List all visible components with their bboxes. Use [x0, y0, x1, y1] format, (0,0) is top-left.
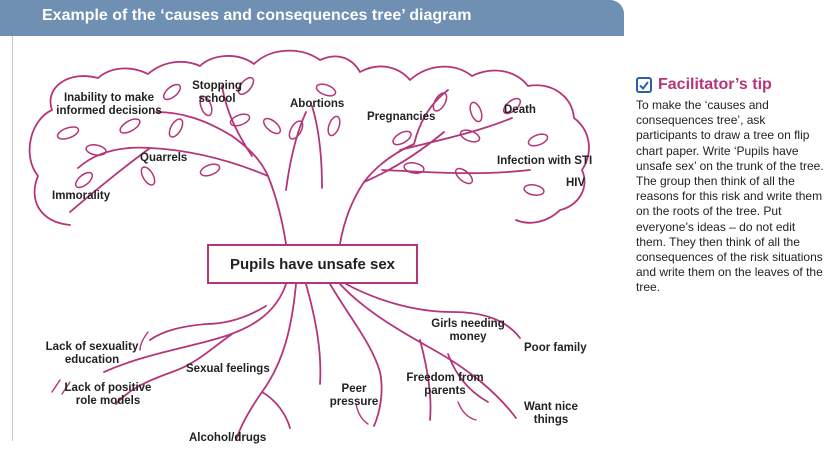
- root-label-sexuality-education: Lack of sexuality education: [45, 341, 139, 366]
- branch: [69, 147, 151, 213]
- leaf-label-hiv: HIV: [566, 177, 586, 189]
- root: [339, 283, 517, 419]
- root-label-peer-pressure: Peer pressure: [329, 383, 379, 408]
- root: [149, 305, 267, 341]
- branch: [363, 131, 445, 183]
- leaf-label-pregnancies: Pregnancies: [367, 111, 436, 123]
- root: [235, 283, 297, 441]
- leaf-label-death: Death: [504, 104, 536, 116]
- leaves: [56, 76, 549, 196]
- canopy-outline: [28, 49, 590, 226]
- root: [103, 283, 287, 373]
- root-label-girls-money: Girls needing money: [431, 318, 505, 343]
- root: [261, 391, 291, 429]
- root-label-sexual-feelings: Sexual feelings: [186, 363, 270, 375]
- leaf-label-stopping-school: Stopping school: [192, 80, 242, 105]
- root: [115, 333, 233, 405]
- facilitator-tip-panel: Facilitator’s tip To make the ‘causes an…: [636, 76, 826, 296]
- root-label-want-nice-things: Want nice things: [524, 401, 578, 426]
- branch: [381, 169, 531, 175]
- header-banner: Example of the ‘causes and consequences …: [0, 0, 624, 36]
- leaf-label-quarrels: Quarrels: [140, 152, 188, 164]
- leaf-label-inability: Inability to make informed decisions: [56, 92, 162, 117]
- root: [329, 283, 383, 427]
- root: [447, 353, 489, 403]
- root-label-poor-family: Poor family: [524, 342, 587, 354]
- tip-title: Facilitator’s tip: [658, 76, 772, 93]
- branch: [285, 111, 307, 191]
- branch: [221, 85, 253, 157]
- tip-header: Facilitator’s tip: [636, 76, 826, 94]
- root-label-role-models: Lack of positive role models: [64, 382, 152, 407]
- branch: [399, 117, 513, 151]
- root: [305, 283, 322, 385]
- leaf-label-immorality: Immorality: [52, 190, 111, 202]
- root-marks: [51, 331, 477, 425]
- leaf-label-infection-sti: Infection with STI: [497, 155, 593, 167]
- header-title: Example of the ‘causes and consequences …: [42, 7, 472, 24]
- trunk-label: Pupils have unsafe sex: [207, 244, 418, 284]
- left-border-line: [12, 36, 13, 441]
- branch: [155, 111, 233, 137]
- root: [345, 283, 521, 339]
- tip-body: To make the ‘causes and consequences tre…: [636, 98, 824, 295]
- root-label-freedom-parents: Freedom from parents: [406, 372, 484, 397]
- root-label-alcohol-drugs: Alcohol/drugs: [189, 432, 267, 444]
- checkbox-icon: [636, 77, 652, 93]
- trunk-right: [339, 143, 415, 245]
- branch: [311, 105, 323, 189]
- leaf-label-abortions: Abortions: [290, 98, 345, 110]
- trunk-left: [231, 135, 287, 245]
- root: [419, 339, 432, 421]
